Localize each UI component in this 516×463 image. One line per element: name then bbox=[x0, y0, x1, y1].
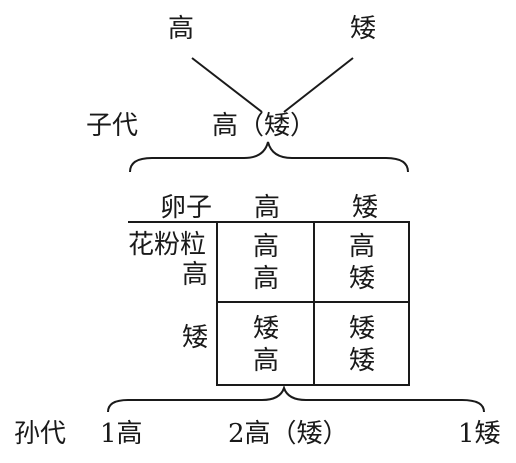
cell-allele: 矮 bbox=[252, 314, 279, 344]
f2-ratio-tall: 1高 bbox=[100, 419, 143, 449]
punnett-cell: 高 高 bbox=[226, 234, 306, 298]
egg-col-2: 矮 bbox=[352, 193, 379, 223]
f1-phenotype: 高（矮） bbox=[212, 111, 317, 141]
punnett-cell: 矮 高 bbox=[226, 316, 306, 380]
pollen-row-1: 高 bbox=[182, 260, 209, 290]
parent-tall-label: 高 bbox=[168, 14, 195, 44]
cell-allele: 高 bbox=[252, 232, 279, 262]
f2-ratio-mixed: 2高（矮） bbox=[228, 419, 349, 449]
parent-short-label: 矮 bbox=[350, 14, 377, 44]
f2-label: 孙代 bbox=[14, 419, 67, 449]
egg-label: 卵子 bbox=[160, 193, 213, 223]
f1-label: 子代 bbox=[86, 111, 139, 141]
cell-allele: 矮 bbox=[348, 346, 375, 376]
cross-line-left bbox=[191, 57, 263, 113]
cell-allele: 高 bbox=[252, 346, 279, 376]
egg-col-1: 高 bbox=[254, 193, 281, 223]
cell-allele: 矮 bbox=[348, 314, 375, 344]
f2-brace bbox=[107, 384, 485, 413]
cell-allele: 高 bbox=[348, 232, 375, 262]
punnett-cell: 矮 矮 bbox=[322, 316, 402, 380]
pollen-row-2: 矮 bbox=[182, 323, 209, 353]
f2-ratio-short: 1矮 bbox=[458, 419, 501, 449]
f1-brace bbox=[129, 141, 409, 173]
pollen-label: 花粉粒 bbox=[128, 230, 207, 260]
cell-allele: 矮 bbox=[348, 264, 375, 294]
cross-line-right bbox=[283, 57, 354, 113]
cell-allele: 高 bbox=[252, 264, 279, 294]
punnett-cell: 高 矮 bbox=[322, 234, 402, 298]
